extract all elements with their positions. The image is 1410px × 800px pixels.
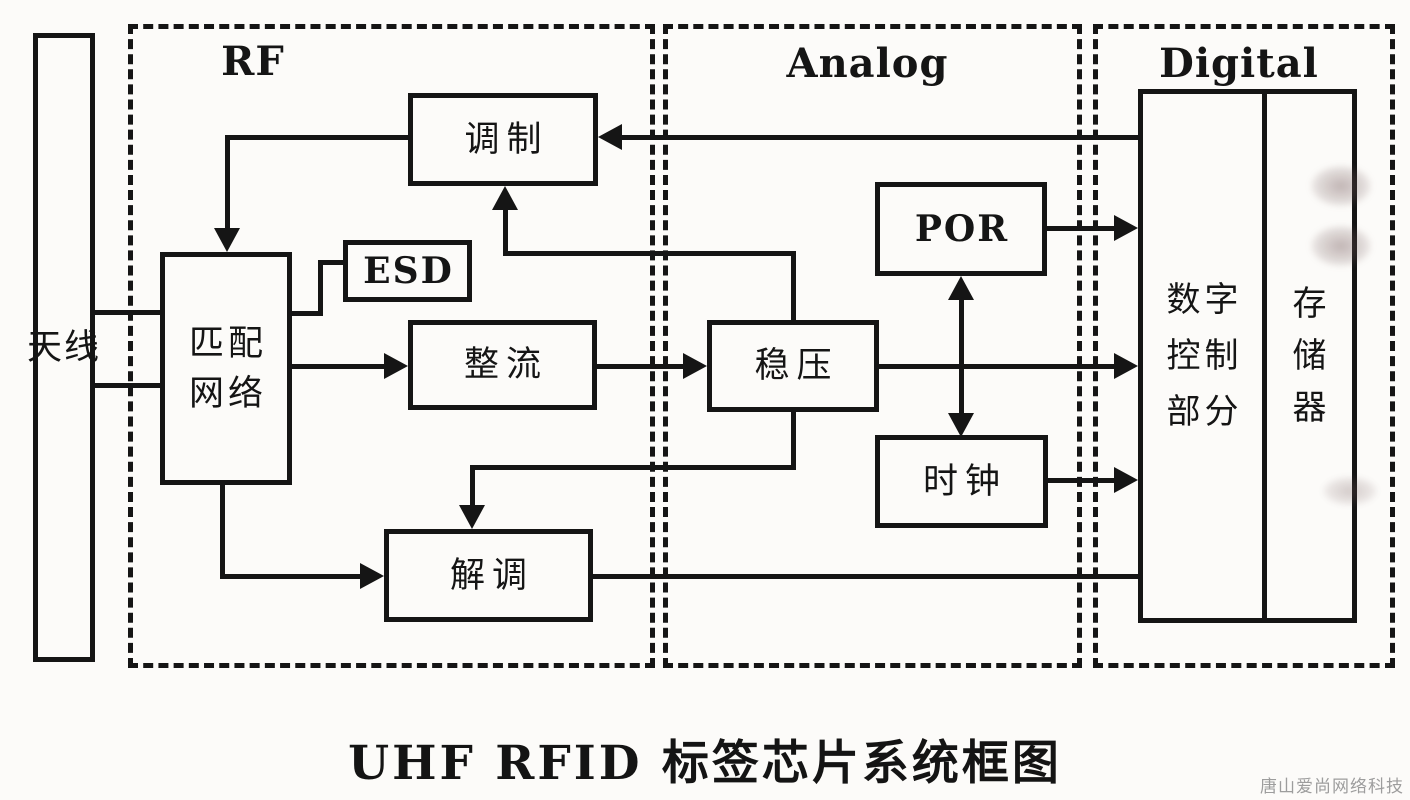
rf-section-label: RF	[221, 38, 285, 85]
arrowhead-por-into-digital	[1114, 215, 1138, 241]
digital-control-label-line3: 部分	[1166, 392, 1243, 432]
arrowhead-into-clock-top	[948, 413, 974, 437]
wire-regulator-demod-v1	[791, 410, 796, 470]
arrowhead-into-por-bottom	[948, 276, 974, 300]
digital-section-frame	[1093, 24, 1395, 668]
memory-label-line3: 器	[1292, 388, 1331, 428]
esd-label: ESD	[363, 250, 454, 292]
wire-modulator-matching-h	[225, 135, 408, 140]
esd-block: ESD	[343, 240, 472, 302]
arrowhead-into-matching-top	[214, 228, 240, 252]
watermark-blur-spot	[1310, 225, 1372, 267]
arrowhead-into-regulator	[683, 353, 707, 379]
modulator-label: 调制	[464, 119, 549, 160]
arrowhead-into-demodulator-left	[360, 563, 384, 589]
wire-regulator-modulator-v1	[503, 206, 508, 255]
wire-matching-demod-h	[220, 574, 362, 579]
wire-matching-demod-v	[220, 483, 225, 579]
antenna-block: 天线	[27, 33, 99, 662]
clock-block: 时钟	[875, 435, 1048, 528]
demodulator-block: 解调	[384, 529, 593, 622]
watermark-text: 唐山爱尚网络科技	[1260, 777, 1404, 797]
watermark-blur-spot	[1322, 476, 1378, 506]
digital-control-block: 数字 控制 部分	[1143, 94, 1267, 618]
regulator-block: 稳压	[707, 320, 879, 412]
arrowhead-regulator-into-digital	[1114, 353, 1138, 379]
rectifier-block: 整流	[408, 320, 597, 410]
wire-modulator-matching-v	[225, 135, 230, 230]
por-label: POR	[914, 208, 1010, 250]
wire-antenna-matching-top	[95, 310, 160, 315]
wire-demodulator-digital	[593, 574, 1138, 579]
regulator-label: 稳压	[754, 346, 839, 386]
matching-network-label-line2: 网络	[188, 373, 267, 414]
watermark-blur-spot	[1310, 165, 1372, 207]
wire-regulator-demod-h	[470, 465, 796, 470]
demodulator-label: 解调	[449, 555, 534, 596]
memory-label-line1: 存	[1292, 284, 1331, 324]
arrowhead-into-modulator-right	[598, 124, 622, 150]
digital-unit-block: 数字 控制 部分 存 储 器	[1138, 89, 1357, 623]
digital-control-label-line1: 数字	[1166, 280, 1243, 320]
memory-label-line2: 储	[1292, 336, 1331, 376]
arrowhead-into-rectifier	[384, 353, 408, 379]
wire-clock-digital	[1048, 478, 1116, 483]
antenna-label: 天线	[27, 327, 102, 368]
wire-rectifier-regulator	[597, 364, 685, 369]
wire-regulator-modulator-h	[503, 251, 796, 256]
matching-network-block: 匹配 网络	[160, 252, 292, 485]
memory-block: 存 储 器	[1267, 94, 1352, 618]
analog-section-label: Analog	[786, 40, 949, 87]
clock-label: 时钟	[922, 461, 1007, 502]
arrowhead-into-modulator-bottom	[492, 186, 518, 210]
analog-section-frame	[663, 24, 1082, 668]
wire-matching-esd-h1	[292, 311, 323, 316]
wire-matching-esd-v	[318, 260, 323, 316]
wire-regulator-digital	[879, 364, 1116, 369]
diagram-title: UHF RFID 标签芯片系统框图	[348, 736, 1062, 791]
wire-por-clock-v	[959, 294, 964, 417]
arrowhead-into-demodulator-top	[459, 505, 485, 529]
arrowhead-clock-into-digital	[1114, 467, 1138, 493]
wire-regulator-demod-v2	[470, 465, 475, 509]
wire-matching-rectifier	[292, 364, 386, 369]
wire-antenna-matching-bottom	[95, 383, 160, 388]
por-block: POR	[875, 182, 1047, 276]
rectifier-label: 整流	[463, 345, 548, 385]
matching-network-label-line1: 匹配	[188, 323, 267, 364]
rf-section-frame	[128, 24, 655, 668]
wire-matching-esd-h2	[318, 260, 346, 265]
digital-control-label-line2: 控制	[1166, 336, 1243, 376]
wire-por-digital	[1047, 226, 1116, 231]
modulator-block: 调制	[408, 93, 598, 186]
digital-section-label: Digital	[1159, 40, 1319, 87]
wire-digital-modulator	[620, 135, 1138, 140]
wire-regulator-modulator-v2	[791, 251, 796, 323]
